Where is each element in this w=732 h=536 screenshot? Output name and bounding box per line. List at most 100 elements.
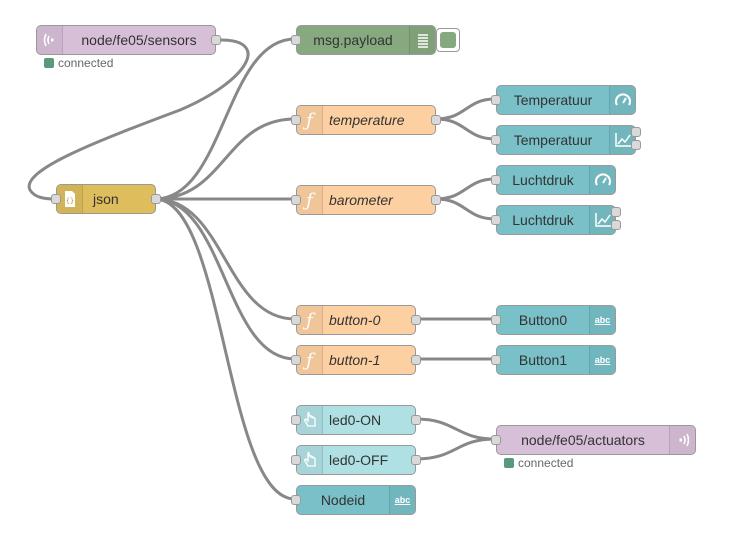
function-icon: ƒ [297, 346, 323, 374]
inject-led0-on-output-port[interactable] [411, 415, 421, 425]
debug-toggle-button[interactable] [436, 28, 460, 52]
function-button1-output-port[interactable] [411, 355, 421, 365]
mqtt-out-status: connected [504, 456, 573, 470]
inject-led0-on-button-port[interactable] [291, 415, 301, 425]
mqtt-wave-icon [669, 426, 695, 454]
gauge-temperatuur-label: Temperatuur [513, 92, 593, 108]
mqtt-out-input-port[interactable] [491, 435, 501, 445]
json-braces-icon: {} [57, 185, 83, 213]
svg-text:{}: {} [65, 197, 73, 205]
inject-led0-off-output-port[interactable] [411, 455, 421, 465]
function-button1-node[interactable]: ƒ button-1 [296, 345, 416, 375]
gauge-temperatuur-node[interactable]: Temperatuur [496, 85, 636, 115]
wire-temp-to-chart [434, 117, 497, 141]
wire-temp-to-gauge [434, 97, 497, 121]
chart-icon [589, 206, 615, 234]
debug-toggle-indicator [440, 32, 456, 48]
function-barometer-input-port[interactable] [291, 195, 301, 205]
function-temperature-output-port[interactable] [431, 115, 441, 125]
mqtt-in-node[interactable]: node/fe05/sensors [36, 25, 216, 55]
inject-led0-on-label: led0-ON [329, 412, 382, 428]
status-dot-icon [504, 458, 514, 468]
function-button0-label: button-0 [329, 312, 381, 328]
function-button0-output-port[interactable] [411, 315, 421, 325]
function-temperature-node[interactable]: ƒ temperature [296, 105, 436, 135]
json-label: json [93, 191, 119, 207]
function-barometer-output-port[interactable] [431, 195, 441, 205]
mqtt-wave-icon [37, 26, 63, 54]
hand-pointer-icon [297, 406, 323, 434]
wire-json-to-button0 [153, 197, 297, 321]
text-nodeid-label: Nodeid [320, 492, 366, 508]
wire-baro-to-chart [434, 197, 497, 221]
chart-luchtdruk-output-port-2[interactable] [611, 220, 621, 230]
json-input-port[interactable] [51, 194, 61, 204]
gauge-luchtdruk-input-port[interactable] [491, 175, 501, 185]
function-barometer-label: barometer [329, 192, 393, 208]
debug-input-port[interactable] [291, 35, 301, 45]
hand-pointer-icon [297, 446, 323, 474]
function-icon: ƒ [297, 106, 323, 134]
chart-temperatuur-label: Temperatuur [513, 132, 593, 148]
mqtt-out-node[interactable]: node/fe05/actuators [496, 425, 696, 455]
mqtt-in-label: node/fe05/sensors [81, 32, 197, 48]
inject-led0-off-node[interactable]: led0-OFF [296, 445, 416, 475]
wire-mqtt-to-json [27, 38, 250, 201]
abc-text-icon: abc [589, 306, 615, 334]
mqtt-in-status: connected [44, 56, 113, 70]
chart-temperatuur-output-port-2[interactable] [631, 140, 641, 150]
text-button1-input-port[interactable] [491, 355, 501, 365]
text-button0-node[interactable]: Button0 abc [496, 305, 616, 335]
text-button0-input-port[interactable] [491, 315, 501, 325]
text-button0-label: Button0 [518, 312, 568, 328]
chart-luchtdruk-label: Luchtdruk [512, 212, 574, 228]
wire-json-to-button1 [153, 197, 297, 361]
wire-baro-to-gauge [434, 177, 497, 201]
gauge-luchtdruk-node[interactable]: Luchtdruk [496, 165, 616, 195]
wire-json-to-debug [153, 37, 297, 201]
wire-json-to-temperature [153, 117, 297, 201]
function-icon: ƒ [297, 186, 323, 214]
gauge-icon [609, 86, 635, 114]
mqtt-in-output-port[interactable] [211, 35, 221, 45]
debug-node[interactable]: msg.payload [296, 25, 436, 55]
text-nodeid-input-port[interactable] [291, 495, 301, 505]
chart-luchtdruk-output-port-1[interactable] [611, 207, 621, 217]
text-button1-node[interactable]: Button1 abc [496, 345, 616, 375]
chart-luchtdruk-input-port[interactable] [491, 215, 501, 225]
text-nodeid-node[interactable]: Nodeid abc [296, 485, 416, 515]
wire-ledoff-to-mqtt [414, 437, 497, 461]
gauge-temperatuur-input-port[interactable] [491, 95, 501, 105]
text-button1-label: Button1 [518, 352, 568, 368]
inject-led0-off-label: led0-OFF [329, 452, 389, 468]
list-lines-icon [409, 26, 435, 54]
function-button0-node[interactable]: ƒ button-0 [296, 305, 416, 335]
mqtt-out-status-text: connected [518, 456, 574, 470]
status-dot-icon [44, 58, 54, 68]
inject-led0-off-button-port[interactable] [291, 455, 301, 465]
function-icon: ƒ [297, 306, 323, 334]
abc-text-icon: abc [589, 346, 615, 374]
chart-icon [609, 126, 635, 154]
wire-ledon-to-mqtt [414, 417, 497, 441]
chart-luchtdruk-node[interactable]: Luchtdruk [496, 205, 616, 235]
function-temperature-input-port[interactable] [291, 115, 301, 125]
json-node[interactable]: {} json [56, 184, 156, 214]
mqtt-out-label: node/fe05/actuators [521, 432, 645, 448]
function-button1-input-port[interactable] [291, 355, 301, 365]
json-output-port[interactable] [151, 194, 161, 204]
function-button0-input-port[interactable] [291, 315, 301, 325]
chart-temperatuur-node[interactable]: Temperatuur [496, 125, 636, 155]
wire-json-to-nodeid [153, 197, 297, 501]
chart-temperatuur-output-port-1[interactable] [631, 127, 641, 137]
debug-label: msg.payload [313, 32, 393, 48]
gauge-luchtdruk-label: Luchtdruk [512, 172, 574, 188]
inject-led0-on-node[interactable]: led0-ON [296, 405, 416, 435]
mqtt-in-status-text: connected [58, 56, 114, 70]
function-barometer-node[interactable]: ƒ barometer [296, 185, 436, 215]
abc-text-icon: abc [389, 486, 415, 514]
chart-temperatuur-input-port[interactable] [491, 135, 501, 145]
gauge-icon [589, 166, 615, 194]
function-temperature-label: temperature [329, 112, 405, 128]
